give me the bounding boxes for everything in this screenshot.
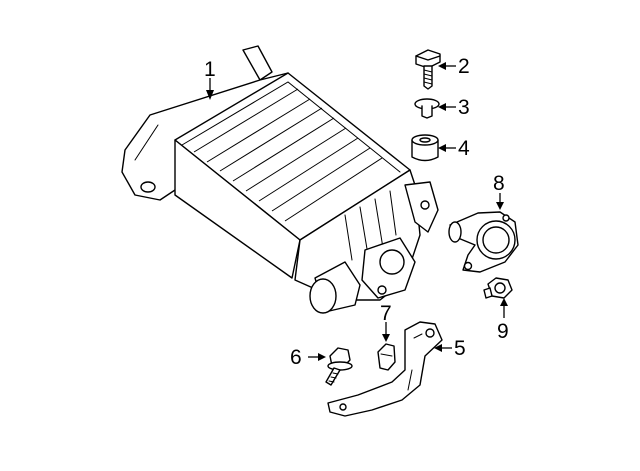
callout-9: 9: [497, 320, 509, 343]
bolt-part-2: [415, 49, 441, 90]
washer-part-3: [414, 98, 440, 119]
arrow-2: [438, 62, 446, 70]
callout-5: 5: [454, 337, 466, 360]
arrow-4: [438, 144, 446, 152]
callout-8: 8: [493, 172, 505, 195]
bracket-part-5: [327, 321, 443, 417]
arrow-5: [434, 344, 442, 352]
arrow-3: [438, 103, 446, 111]
callout-1: 1: [204, 58, 216, 81]
callout-3: 3: [458, 96, 470, 119]
arrow-7: [382, 334, 390, 342]
callout-7: 7: [380, 302, 392, 325]
outlet-pipe-part-8: [448, 211, 519, 273]
insulator-part-4: [411, 134, 439, 162]
callout-6: 6: [290, 346, 302, 369]
arrow-8: [496, 202, 504, 210]
nut-part-9: [483, 277, 513, 299]
arrow-9: [500, 298, 508, 306]
arrow-6: [318, 353, 326, 361]
core-fins: [193, 88, 383, 222]
intercooler-part: [121, 45, 439, 314]
callout-2: 2: [458, 55, 470, 78]
callout-labels: 1 2 3 4 5 6 7 8 9: [204, 55, 509, 369]
clip-part-7: [377, 343, 396, 371]
leader-lines: [206, 62, 508, 361]
arrow-1: [206, 90, 214, 100]
bolt-part-6: [325, 347, 353, 386]
callout-4: 4: [458, 137, 470, 160]
